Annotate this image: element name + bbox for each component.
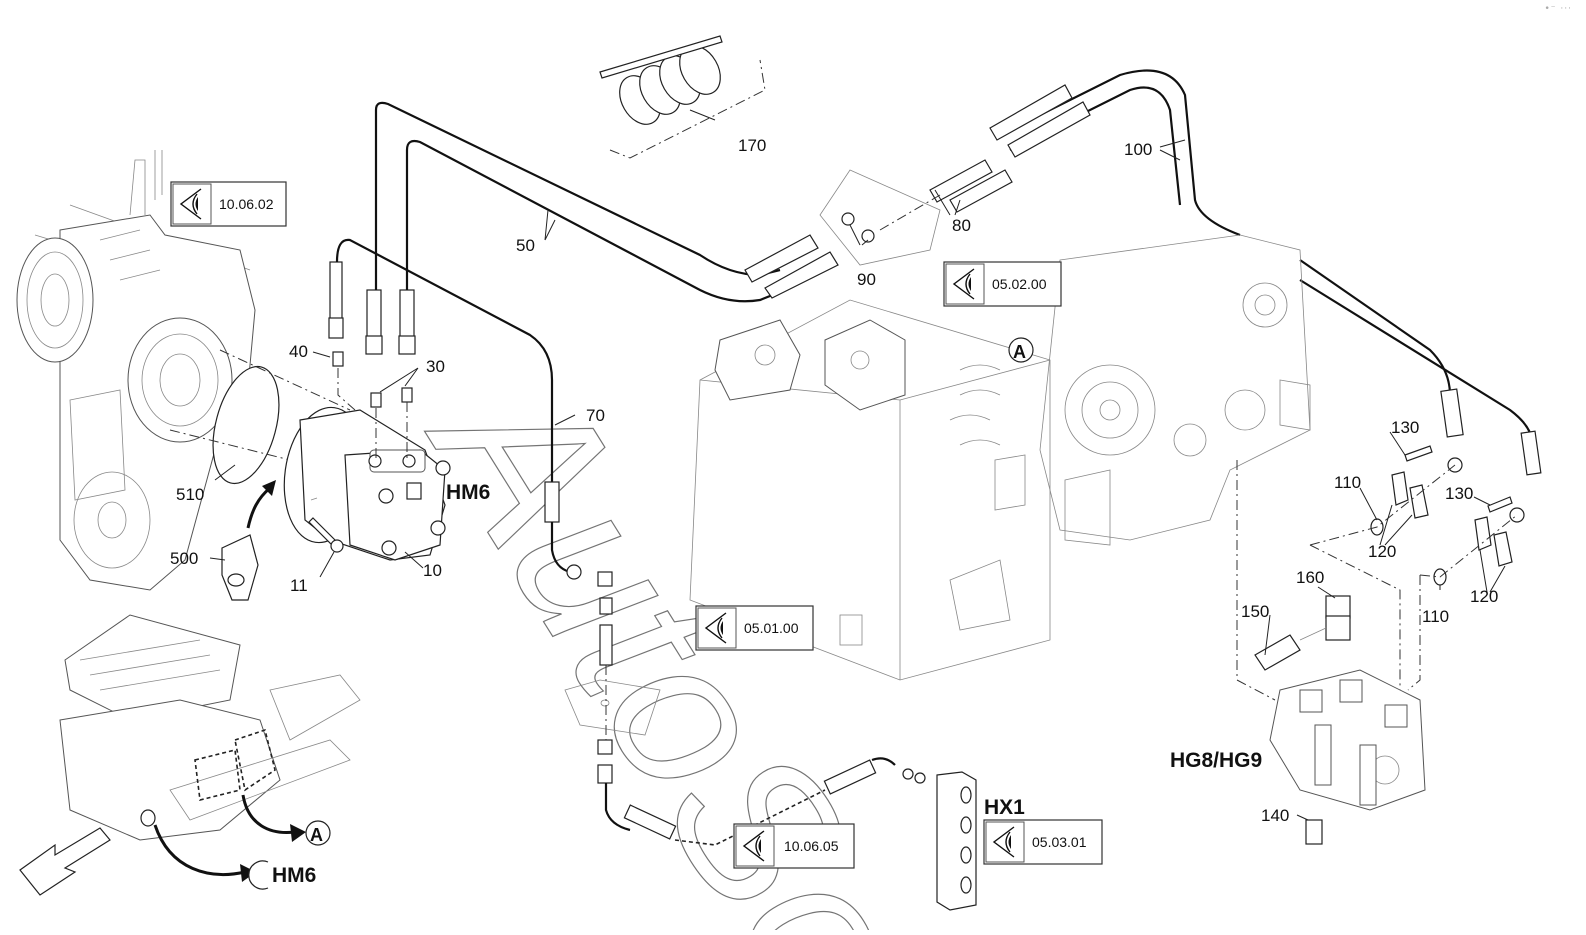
- view-ref-code: 05.02.00: [992, 276, 1047, 292]
- view-ref-code: 05.03.01: [1032, 834, 1087, 850]
- fittings-150-160: [1254, 595, 1351, 671]
- flange-clamps: [1236, 445, 1518, 701]
- callout-90: 90: [857, 270, 876, 289]
- view-ref-05-01-00[interactable]: 05.01.00: [695, 605, 814, 651]
- callout-110b: 110: [1422, 607, 1449, 626]
- view-ref-05-02-00[interactable]: 05.02.00: [943, 261, 1062, 307]
- view-ref-code: 05.01.00: [744, 620, 799, 636]
- label-hg8-hg9: HG8/HG9: [1170, 749, 1262, 772]
- callout-500: 500: [170, 549, 198, 568]
- valve-block: [689, 299, 1051, 681]
- cable-ties-170: [599, 35, 766, 159]
- hose-hx1: [604, 757, 926, 846]
- component-labels: HM6 HG8/HG9 HX1 HM6 A A: [272, 342, 1262, 887]
- hose-70: [335, 238, 582, 580]
- detail-a-overview-marker: [305, 820, 331, 846]
- paver-overview: [19, 614, 361, 896]
- callout-80: 80: [952, 216, 971, 235]
- callout-labels: 10 11 30 40 50 70 80 90 100 110 110 120 …: [170, 136, 1498, 825]
- callout-130a: 130: [1391, 418, 1419, 437]
- callout-170: 170: [738, 136, 766, 155]
- callout-50: 50: [516, 236, 535, 255]
- callout-110a: 110: [1334, 473, 1361, 492]
- callout-140: 140: [1261, 806, 1289, 825]
- screw-11: [308, 517, 344, 553]
- view-ref-10-06-02[interactable]: 10.06.02: [170, 181, 287, 227]
- hose-100: [999, 69, 1542, 523]
- label-hm6-overview: HM6: [272, 864, 316, 887]
- fittings-30-40: [328, 261, 416, 460]
- callout-120a: 120: [1368, 542, 1396, 561]
- tag-500: [221, 480, 276, 601]
- hose-50: [374, 101, 791, 303]
- callout-510: 510: [176, 485, 204, 504]
- leader-lines: [209, 109, 1506, 821]
- label-hx1: HX1: [984, 796, 1025, 819]
- view-ref-code: 10.06.05: [784, 838, 839, 854]
- callout-100: 100: [1124, 140, 1152, 159]
- callout-11: 11: [290, 576, 308, 595]
- label-detail-a: A: [1013, 342, 1026, 362]
- callout-150: 150: [1241, 602, 1269, 621]
- view-ref-code: 10.06.02: [219, 196, 274, 212]
- o-ring-510: [212, 365, 280, 485]
- gearbox-assembly: [16, 150, 256, 591]
- fittings-lower-left: [564, 571, 661, 784]
- detail-a-marker: [1008, 337, 1034, 363]
- callout-30: 30: [426, 357, 445, 376]
- callout-130b: 130: [1445, 484, 1473, 503]
- callout-160: 160: [1296, 568, 1324, 587]
- valve-assembly-hg8-hg9: [1269, 669, 1426, 845]
- view-ref-10-06-05[interactable]: 10.06.05: [733, 823, 855, 869]
- couplings-80-90: [744, 84, 1091, 299]
- callout-120b: 120: [1470, 587, 1498, 606]
- callout-10: 10: [423, 561, 442, 580]
- callout-70: 70: [586, 406, 605, 425]
- view-ref-05-03-01[interactable]: 05.03.01: [983, 819, 1103, 865]
- transfer-gearbox: [1039, 234, 1311, 546]
- callout-40: 40: [289, 342, 308, 361]
- manifold-hx1: [936, 771, 977, 911]
- label-hm6: HM6: [446, 481, 490, 504]
- hydraulic-motor-hm6: [283, 406, 451, 561]
- corner-mark: •⁻ ···: [1544, 4, 1572, 14]
- label-detail-a-overview: A: [310, 825, 323, 845]
